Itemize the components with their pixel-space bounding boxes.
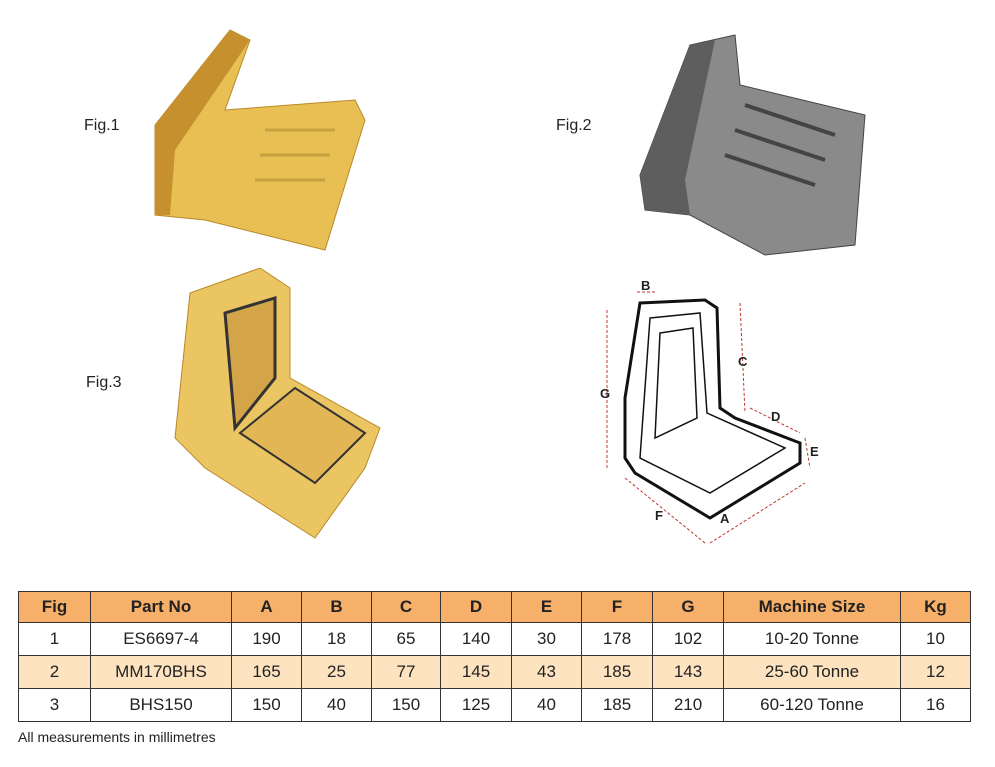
column-header: B bbox=[301, 591, 372, 623]
column-header: D bbox=[440, 591, 512, 623]
dim-label-d: D bbox=[771, 409, 780, 424]
table-cell: 3 bbox=[18, 688, 91, 722]
table-cell: 65 bbox=[371, 622, 441, 656]
table-cell: BHS150 bbox=[90, 688, 232, 722]
fig1-label: Fig.1 bbox=[84, 117, 120, 134]
table-cell: 43 bbox=[511, 655, 582, 689]
column-header: Kg bbox=[900, 591, 971, 623]
fig1-part-image bbox=[154, 29, 366, 251]
table-cell: 190 bbox=[231, 622, 302, 656]
fig2-part-image bbox=[639, 34, 866, 256]
dim-label-a: A bbox=[720, 511, 730, 526]
table-cell: 150 bbox=[371, 688, 441, 722]
table-cell: 145 bbox=[440, 655, 512, 689]
table-cell: 40 bbox=[511, 688, 582, 722]
table-cell: 60-120 Tonne bbox=[723, 688, 901, 722]
column-header: Part No bbox=[90, 591, 232, 623]
table-cell: 12 bbox=[900, 655, 971, 689]
table-cell: 25 bbox=[301, 655, 372, 689]
dim-label-b: B bbox=[641, 278, 650, 293]
table-cell: 10-20 Tonne bbox=[723, 622, 901, 656]
dim-label-c: C bbox=[738, 354, 748, 369]
table-cell: 125 bbox=[440, 688, 512, 722]
table-cell: 165 bbox=[231, 655, 302, 689]
table-cell: 102 bbox=[652, 622, 724, 656]
table-cell: 10 bbox=[900, 622, 971, 656]
table-cell: 18 bbox=[301, 622, 372, 656]
column-header: E bbox=[511, 591, 582, 623]
table-cell: 40 bbox=[301, 688, 372, 722]
dim-label-f: F bbox=[655, 508, 663, 523]
table-cell: 143 bbox=[652, 655, 724, 689]
table-cell: 185 bbox=[581, 655, 653, 689]
table-cell: 77 bbox=[371, 655, 441, 689]
table-cell: 185 bbox=[581, 688, 653, 722]
measurement-note: All measurements in millimetres bbox=[18, 729, 216, 745]
column-header: G bbox=[652, 591, 724, 623]
column-header: Fig bbox=[18, 591, 91, 623]
column-header: C bbox=[371, 591, 441, 623]
fig2-label: Fig.2 bbox=[556, 117, 592, 134]
table-cell: 1 bbox=[18, 622, 91, 656]
dim-label-g: G bbox=[600, 386, 610, 401]
fig3-part-image bbox=[174, 268, 381, 539]
table-cell: 25-60 Tonne bbox=[723, 655, 901, 689]
column-header: Machine Size bbox=[723, 591, 901, 623]
table-cell: 30 bbox=[511, 622, 582, 656]
table-cell: 16 bbox=[900, 688, 971, 722]
fig3-label: Fig.3 bbox=[86, 374, 122, 391]
table-cell: MM170BHS bbox=[90, 655, 232, 689]
table-cell: 178 bbox=[581, 622, 653, 656]
table-cell: 2 bbox=[18, 655, 91, 689]
table-cell: ES6697-4 bbox=[90, 622, 232, 656]
dimension-diagram: A B C D E F G bbox=[600, 278, 819, 544]
column-header: F bbox=[581, 591, 653, 623]
table-cell: 210 bbox=[652, 688, 724, 722]
table-cell: 140 bbox=[440, 622, 512, 656]
dim-label-e: E bbox=[810, 444, 819, 459]
table-cell: 150 bbox=[231, 688, 302, 722]
column-header: A bbox=[231, 591, 302, 623]
